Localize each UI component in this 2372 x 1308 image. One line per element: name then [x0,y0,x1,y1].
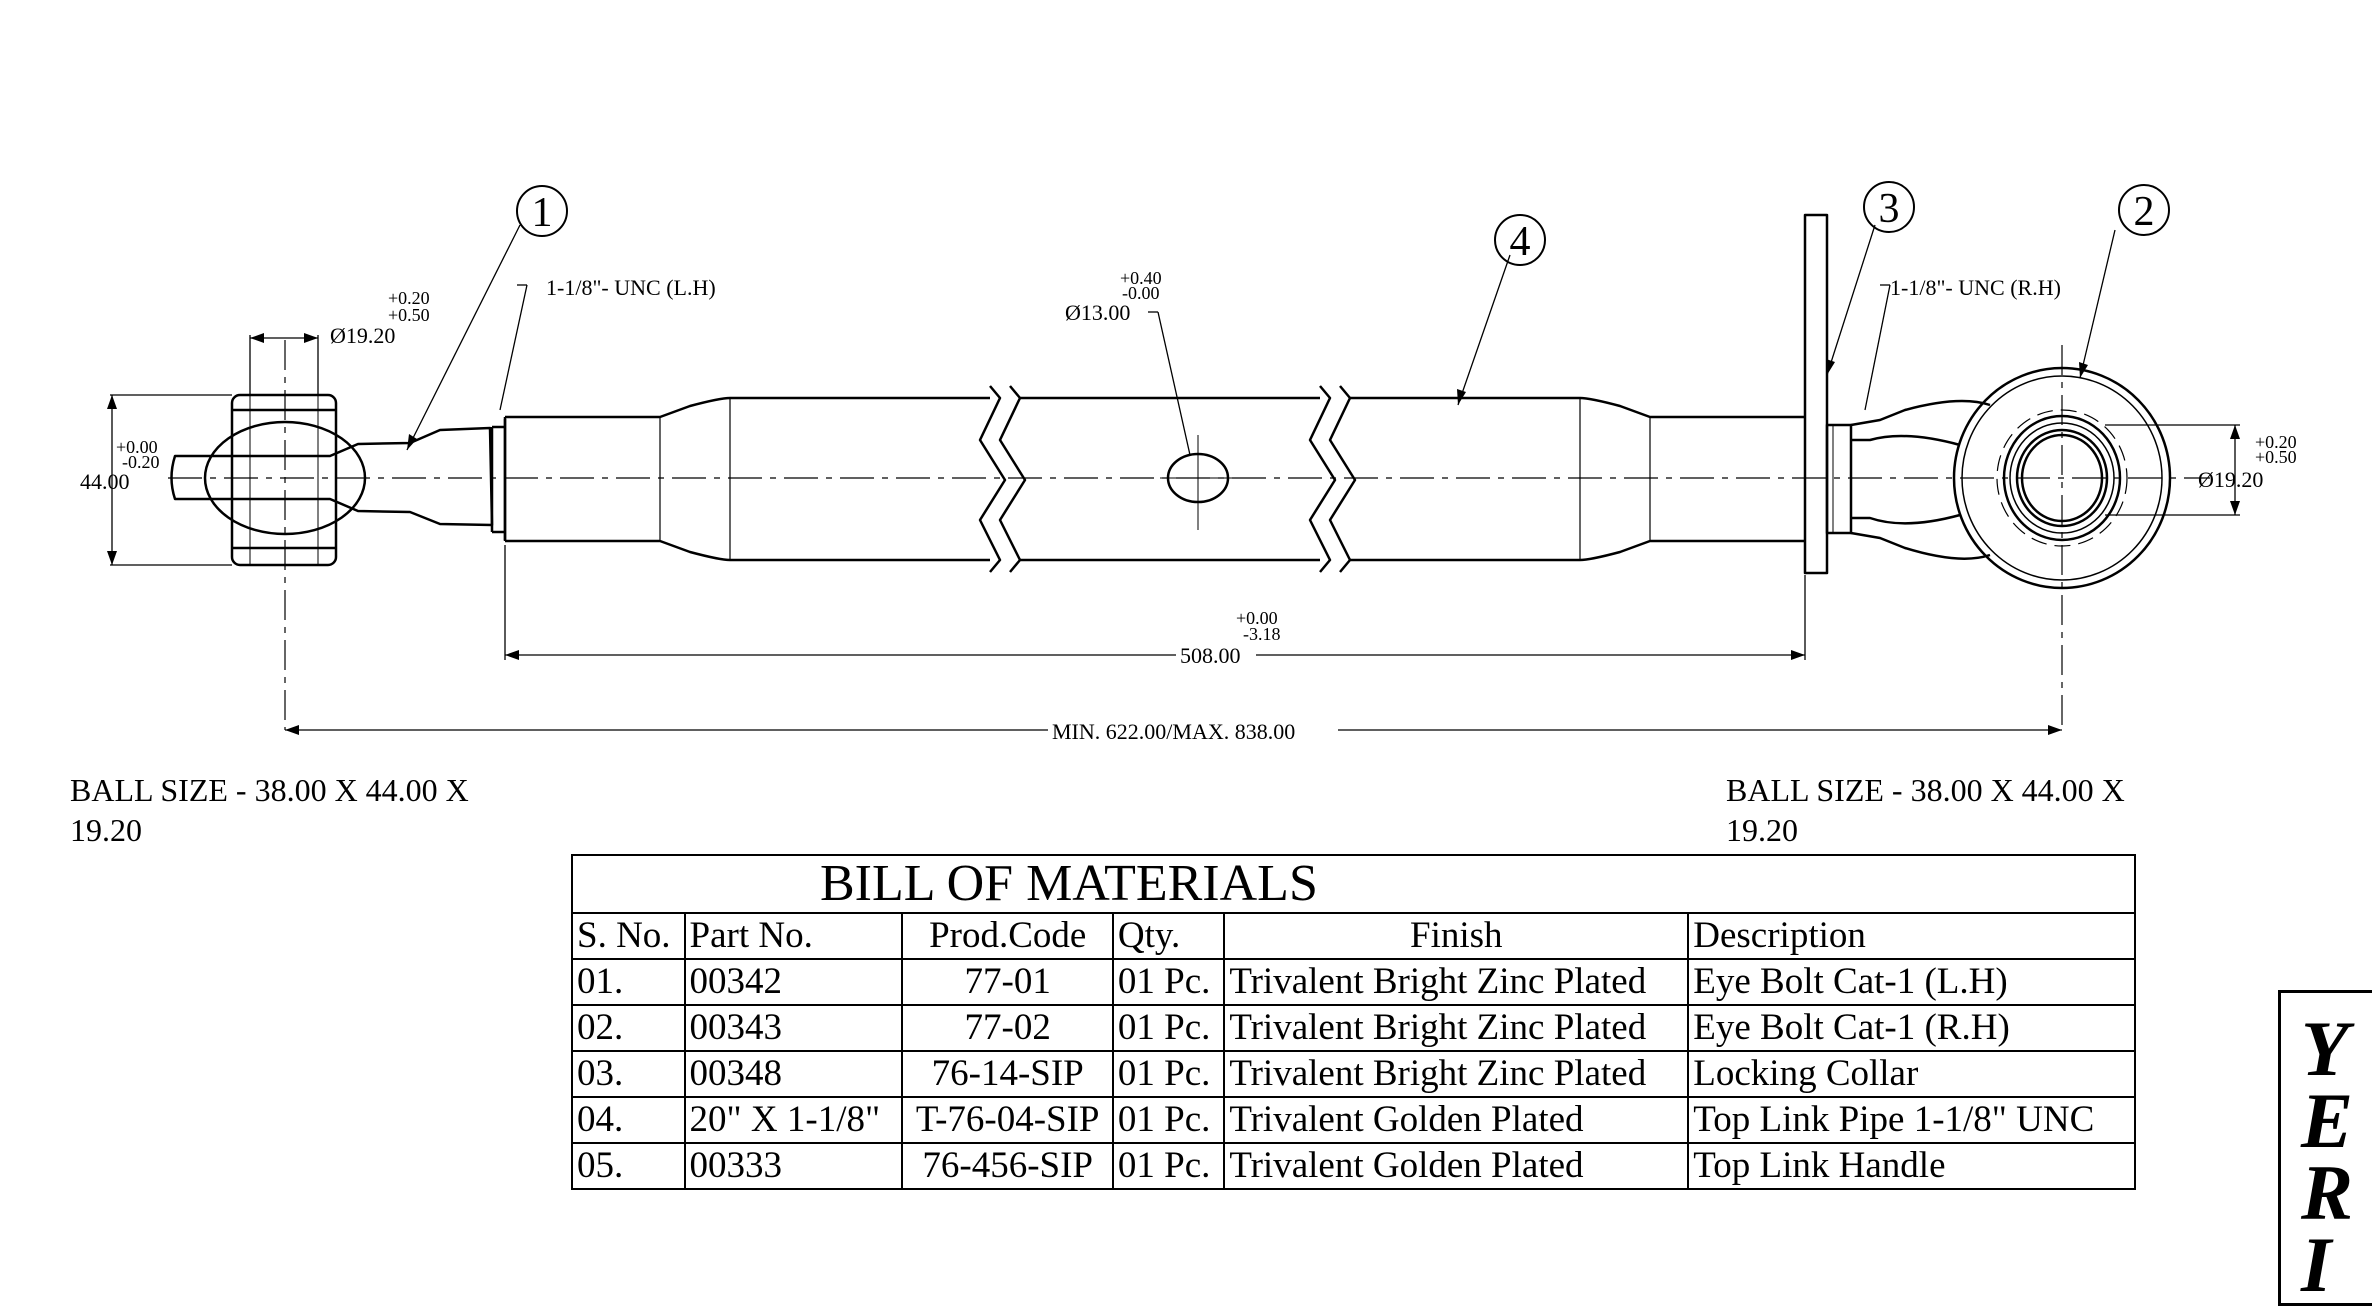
left-eye-bolt [170,340,507,730]
bom-finish: Trivalent Golden Plated [1223,1142,1690,1190]
bom-sno: 01. [571,958,686,1006]
ball-size-right: BALL SIZE - 38.00 X 44.00 X 19.20 [1726,770,2125,850]
thread-left: 1-1/8"- UNC (L.H) [546,275,716,300]
bom-qty: 01 Pc. [1111,1096,1226,1144]
callout-2-circle [2118,184,2170,236]
table-row: 05. 00333 76-456-SIP 01 Pc. Trivalent Go… [571,1142,2136,1190]
height-value: 44.00 [80,469,130,494]
bom-description: Top Link Handle [1687,1142,2136,1190]
bom-prod-code: T-76-04-SIP [901,1096,1114,1144]
height-tol-minus: -0.20 [122,452,160,472]
table-row: 02. 00343 77-02 01 Pc. Trivalent Bright … [571,1004,2136,1052]
height-tol-plus: +0.00 [116,437,158,457]
bom-part-no: 00343 [683,1004,904,1052]
bom-title: BILL OF MATERIALS [571,854,2136,914]
hole-tol-plus: +0.40 [1120,268,1162,288]
bom-finish: Trivalent Bright Zinc Plated [1223,1050,1690,1098]
callout-4: 4 [1510,219,1531,265]
bom-header-row: S. No. Part No. Prod.Code Qty. Finish De… [571,912,2136,960]
bom-header-description: Description [1687,912,2136,960]
bom-header-finish: Finish [1223,912,1690,960]
table-row: 01. 00342 77-01 01 Pc. Trivalent Bright … [571,958,2136,1006]
ball-tol-right-minus: +0.50 [2255,447,2297,467]
bom-finish: Trivalent Golden Plated [1223,1096,1690,1144]
logo-letter: Y [2301,1005,2349,1092]
bill-of-materials: BILL OF MATERIALS S. No. Part No. Prod.C… [571,854,2136,1190]
pipe-tol-minus: -3.18 [1243,624,1281,644]
ball-tol-left-minus: +0.50 [388,305,430,325]
logo-letter: E [2301,1077,2354,1164]
bom-header-sno: S. No. [571,912,686,960]
pipe-length: 508.00 [1180,643,1241,668]
table-row: 03. 00348 76-14-SIP 01 Pc. Trivalent Bri… [571,1050,2136,1098]
ball-size-right-line1: BALL SIZE - 38.00 X 44.00 X [1726,772,2125,808]
bom-qty: 01 Pc. [1111,1004,1226,1052]
callout-4-circle [1494,214,1546,266]
bom-sno: 03. [571,1050,686,1098]
bom-prod-code: 77-02 [901,1004,1114,1052]
bom-sno: 05. [571,1142,686,1190]
hole-tol-minus: -0.00 [1122,283,1160,303]
top-link-pipe [503,385,1805,573]
ball-size-left: BALL SIZE - 38.00 X 44.00 X 19.20 [70,770,469,850]
bom-qty: 01 Pc. [1111,1142,1226,1190]
ball-size-left-line1: BALL SIZE - 38.00 X 44.00 X [70,772,469,808]
bom-qty: 01 Pc. [1111,958,1226,1006]
bom-prod-code: 76-456-SIP [901,1142,1114,1190]
pipe-tol-plus: +0.00 [1236,608,1278,628]
title-block-logo: Y E R I [2301,1005,2354,1308]
right-eye-bolt [1850,345,2172,730]
bom-description: Eye Bolt Cat-1 (L.H) [1687,958,2136,1006]
bom-prod-code: 76-14-SIP [901,1050,1114,1098]
bom-part-no: 20" X 1-1/8" [683,1096,904,1144]
bom-part-no: 00342 [683,958,904,1006]
hole-diameter: Ø13.00 [1065,300,1130,325]
bom-prod-code: 77-01 [901,958,1114,1006]
bom-sno: 02. [571,1004,686,1052]
table-row: 04. 20" X 1-1/8" T-76-04-SIP 01 Pc. Triv… [571,1096,2136,1144]
callout-3: 3 [1879,186,1900,232]
logo-letter: I [2301,1221,2332,1308]
bom-header-part-no: Part No. [683,912,904,960]
overall-length: MIN. 622.00/MAX. 838.00 [1052,719,1295,744]
bom-sno: 04. [571,1096,686,1144]
locking-collar [1803,213,1853,575]
ball-size-right-line2: 19.20 [1726,812,1798,848]
bom-part-no: 00333 [683,1142,904,1190]
bom-finish: Trivalent Bright Zinc Plated [1223,1004,1690,1052]
ball-size-left-line2: 19.20 [70,812,142,848]
bom-qty: 01 Pc. [1111,1050,1226,1098]
ball-tol-right-plus: +0.20 [2255,432,2297,452]
bom-part-no: 00348 [683,1050,904,1098]
title-block: Y E R I [2278,990,2372,1306]
callout-2: 2 [2134,189,2155,235]
bom-description: Top Link Pipe 1-1/8" UNC [1687,1096,2136,1144]
callout-1-circle [516,185,568,237]
thread-right: 1-1/8"- UNC (R.H) [1890,275,2061,300]
bom-description: Eye Bolt Cat-1 (R.H) [1687,1004,2136,1052]
logo-letter: R [2301,1149,2354,1236]
callout-3-circle [1863,181,1915,233]
bom-finish: Trivalent Bright Zinc Plated [1223,958,1690,1006]
bom-header-prod-code: Prod.Code [901,912,1114,960]
ball-tol-left-plus: +0.20 [388,288,430,308]
ball-diameter-left: Ø19.20 [330,323,395,348]
ball-diameter-right: Ø19.20 [2198,467,2263,492]
callout-1: 1 [532,190,553,236]
bom-header-qty: Qty. [1111,912,1226,960]
bom-description: Locking Collar [1687,1050,2136,1098]
